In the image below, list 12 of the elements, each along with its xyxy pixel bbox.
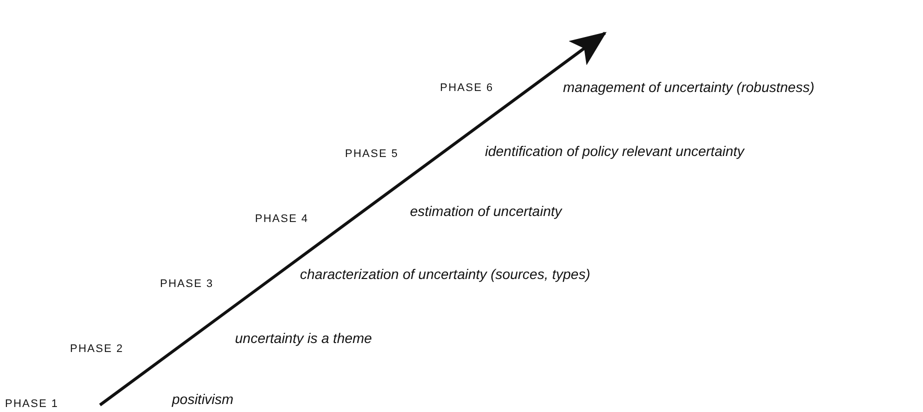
phase-description: estimation of uncertainty: [410, 203, 562, 219]
phase-label: PHASE 5: [345, 148, 398, 160]
phase-label: PHASE 6: [440, 82, 494, 94]
phase-label: PHASE 2: [70, 343, 124, 355]
phase-label: PHASE 4: [255, 213, 308, 225]
phase-label: PHASE 1: [5, 398, 58, 410]
phase-description: characterization of uncertainty (sources, types): [300, 266, 590, 282]
phase-description: identification of policy relevant uncertainty: [485, 143, 744, 159]
phase-description: positivism: [172, 391, 234, 407]
phase-description: management of uncertainty (robustness): [563, 79, 814, 95]
phase-label: PHASE 3: [160, 278, 214, 290]
phase-description: uncertainty is a theme: [235, 330, 372, 346]
